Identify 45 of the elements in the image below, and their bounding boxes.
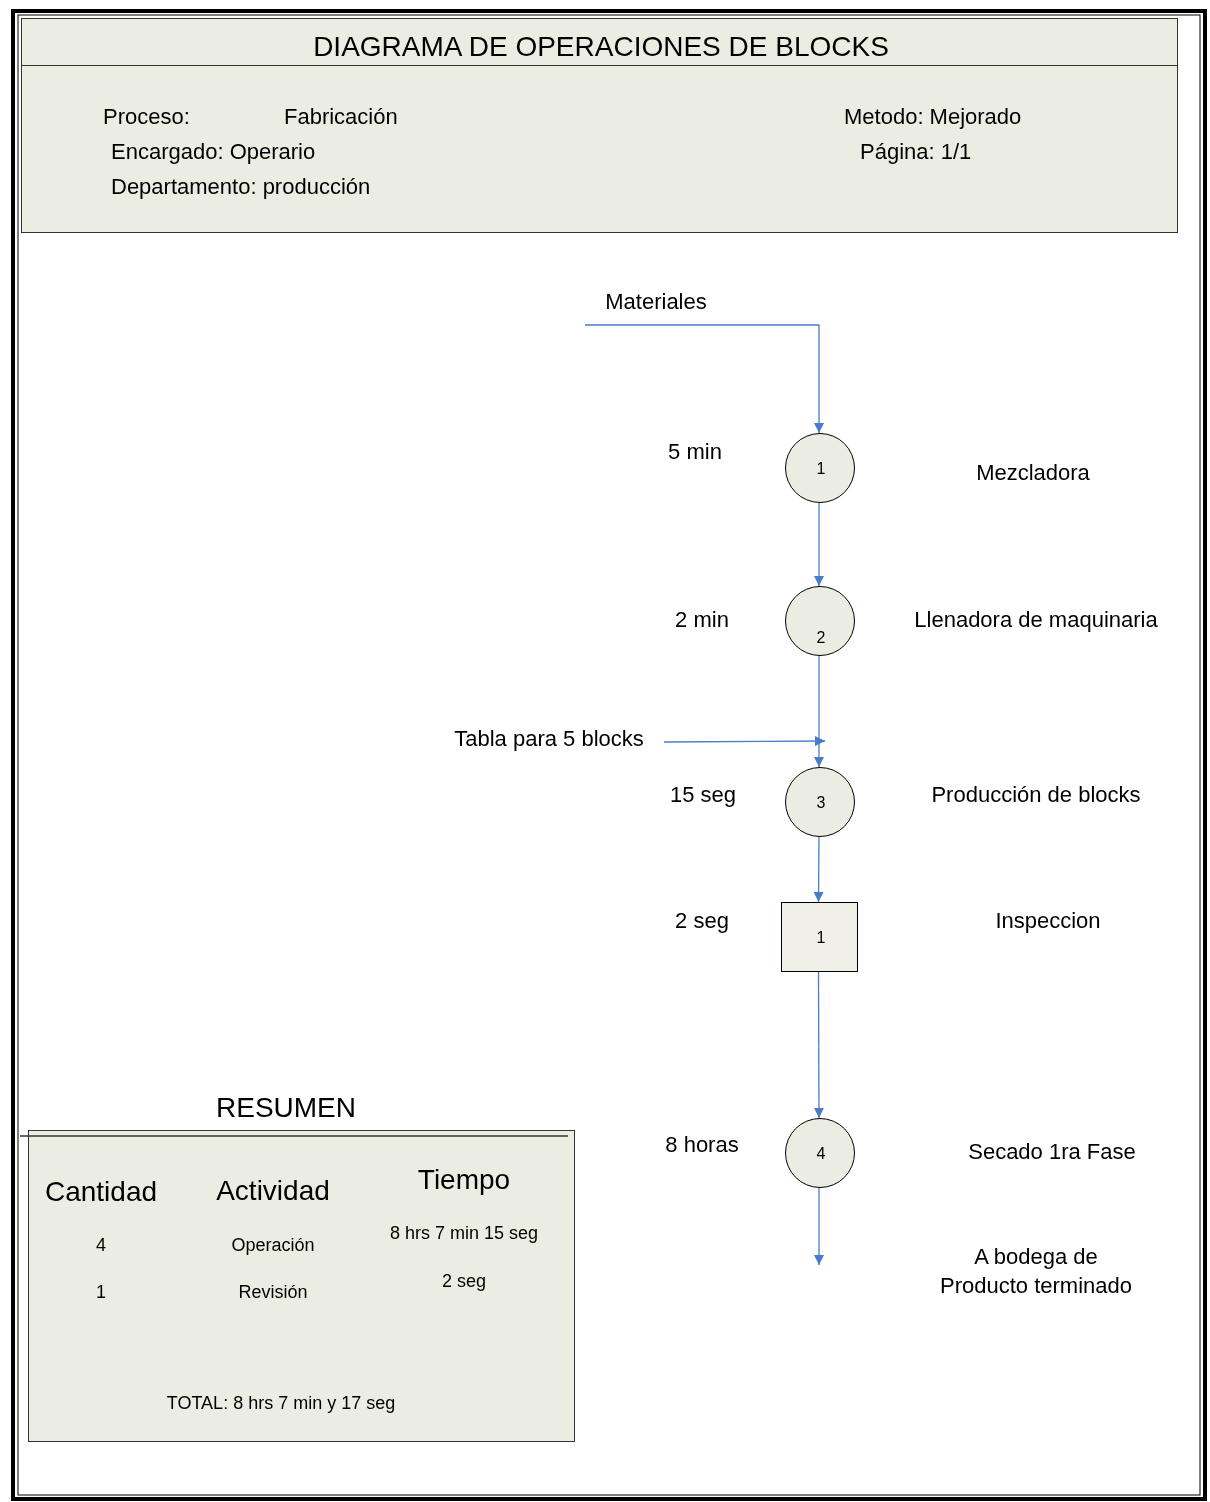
step-number: 3: [816, 794, 826, 812]
step-description: Inspeccion: [995, 908, 1101, 934]
step-description: Llenadora de maquinaria: [914, 607, 1158, 633]
section-heading: RESUMEN: [216, 1092, 356, 1124]
header-panel: [21, 18, 1178, 233]
table-cell: Operación: [231, 1234, 315, 1256]
step-number: 1: [816, 929, 826, 947]
step-description: Producción de blocks: [931, 782, 1141, 808]
flow-arrow: [813, 971, 824, 1119]
flow-arrow: [814, 502, 824, 587]
duration-label: 2 seg: [675, 908, 729, 934]
flow-arrow: [663, 736, 826, 747]
column-header: Tiempo: [417, 1164, 511, 1196]
step-number: 2: [816, 629, 826, 647]
step-description: Mezcladora: [976, 460, 1090, 486]
table-cell: 4: [96, 1234, 106, 1256]
flow-arrow: [814, 1187, 824, 1266]
flow-arrow: [814, 655, 824, 768]
column-header: Cantidad: [44, 1176, 158, 1208]
flow-arrow: [813, 836, 824, 903]
duration-label: 8 horas: [665, 1132, 739, 1158]
duration-label: 5 min: [668, 439, 722, 465]
field-value: Fabricación: [284, 104, 398, 130]
field-label: Proceso:: [103, 104, 190, 130]
field-label: Departamento: producción: [111, 174, 371, 200]
total-text: TOTAL: 8 hrs 7 min y 17 seg: [166, 1392, 396, 1414]
destination-label: A bodega de Producto terminado: [939, 1243, 1133, 1300]
duration-label: 2 min: [675, 607, 729, 633]
table-cell: 1: [96, 1281, 106, 1303]
step-number: 4: [816, 1145, 826, 1163]
table-cell: Revisión: [238, 1281, 308, 1303]
step-description: Secado 1ra Fase: [968, 1139, 1136, 1165]
flow-arrow: [584, 324, 824, 434]
input-label: Materiales: [605, 289, 707, 315]
field-label: Metodo: Mejorado: [844, 104, 1022, 130]
table-cell: 8 hrs 7 min 15 seg: [389, 1222, 539, 1244]
inspection-square: [781, 902, 858, 972]
column-header: Actividad: [216, 1175, 330, 1207]
input-label: Tabla para 5 blocks: [454, 726, 644, 752]
diagram-title: DIAGRAMA DE OPERACIONES DE BLOCKS: [313, 31, 889, 63]
table-cell: 2 seg: [442, 1270, 486, 1292]
field-label: Encargado: Operario: [111, 139, 316, 165]
duration-label: 15 seg: [669, 782, 737, 808]
field-label: Página: 1/1: [860, 139, 972, 165]
step-number: 1: [816, 460, 826, 478]
